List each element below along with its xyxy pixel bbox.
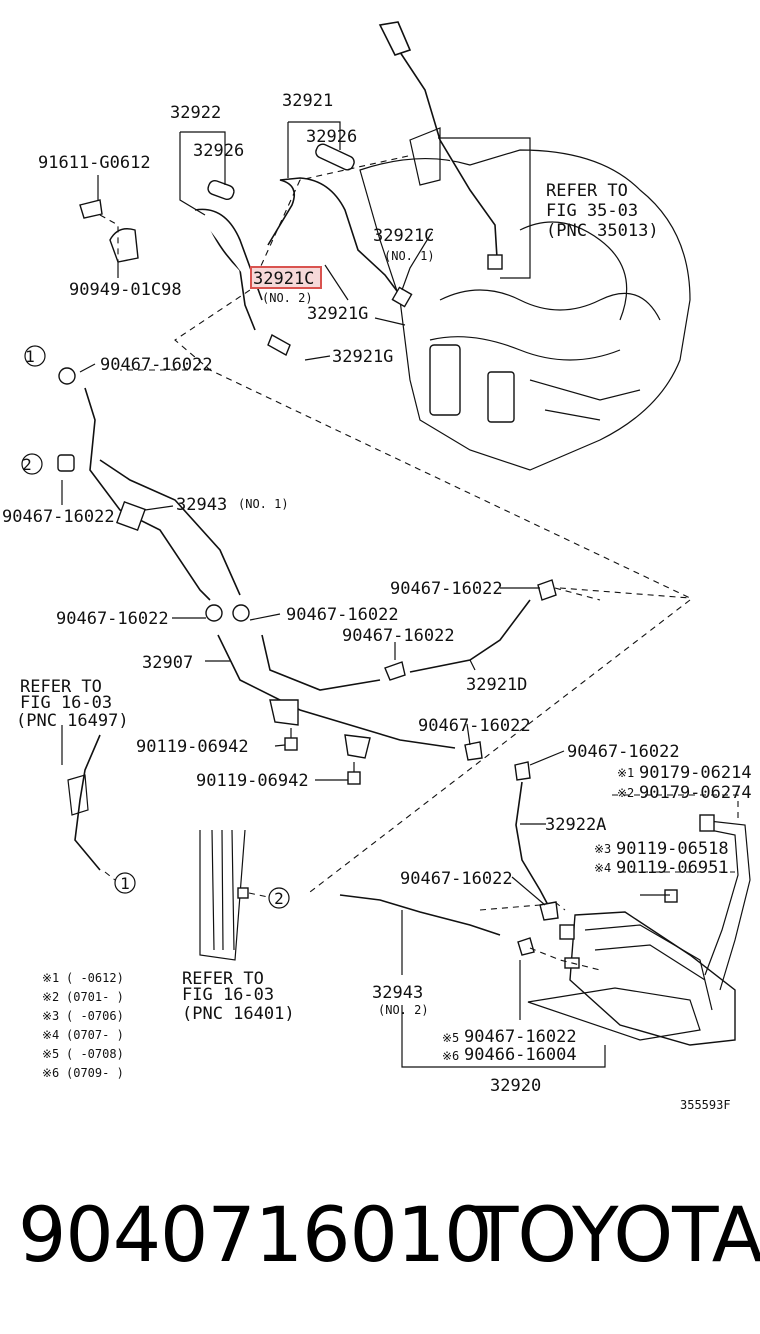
label-32907: 32907 xyxy=(142,653,193,673)
footnote-range-4: (0707- ) xyxy=(66,1028,124,1042)
refer-bottom-line2: FIG 16-03 xyxy=(182,985,274,1005)
footnote-mark-3: ※3 xyxy=(42,1009,59,1023)
label-32943-no1: 32943 xyxy=(176,495,227,515)
hose-32921D xyxy=(384,579,557,681)
hose-32943-no1 xyxy=(84,387,241,601)
label-32921G-2: 32921G xyxy=(332,347,393,367)
radiator-section xyxy=(199,829,290,961)
label-90467-b: 90467-16022 xyxy=(2,507,115,527)
label-32922A: 32922A xyxy=(545,815,606,835)
footnote-range-1: ( -0612) xyxy=(66,971,124,985)
label-90467-i: 90467-16022 xyxy=(400,869,513,889)
label-91611: 91611-G0612 xyxy=(38,153,151,173)
label-90119-a: 90119-06942 xyxy=(136,737,249,757)
label-32921: 32921 xyxy=(282,91,333,111)
label-90179-06214: 90179-06214 xyxy=(639,763,752,783)
label-90467-f: 90467-16022 xyxy=(342,626,455,646)
refer-left-line2: FIG 16-03 xyxy=(20,693,112,713)
label-90119-06518: 90119-06518 xyxy=(616,839,729,859)
clamp-90467-h xyxy=(514,761,531,781)
mark-x6: ※6 xyxy=(442,1049,459,1063)
clamp-90467-g xyxy=(464,741,483,761)
refer-top-line3: (PNC 35013) xyxy=(546,221,659,241)
hose-32943-no2 xyxy=(339,894,501,936)
footnote-list: ※1 ( -0612) ※2 (0701- ) ※3 ( -0706) ※4 (… xyxy=(42,971,124,1080)
bracket-90949 xyxy=(79,199,139,263)
label-90466-16004-x6: 90466-16004 xyxy=(464,1045,577,1065)
label-32926-left: 32926 xyxy=(193,141,244,161)
footnote-mark-4: ※4 xyxy=(42,1028,59,1042)
mark-x5: ※5 xyxy=(442,1031,459,1045)
footnote-mark-2: ※2 xyxy=(42,990,59,1004)
label-no1-a: (NO. 1) xyxy=(384,249,435,263)
label-90467-a: 90467-16022 xyxy=(100,355,213,375)
clamp-1 xyxy=(24,345,76,385)
label-32920: 32920 xyxy=(490,1076,541,1096)
label-90467-16022-x5: 90467-16022 xyxy=(464,1027,577,1047)
footnote-mark-6: ※6 xyxy=(42,1066,59,1080)
label-32921C-no2-highlighted: 32921C xyxy=(253,269,314,289)
part-number: 9040716010 xyxy=(18,1190,493,1279)
label-90467-d: 90467-16022 xyxy=(56,609,169,629)
refer-pipe-16497 xyxy=(61,725,136,894)
bolt-90119-a xyxy=(284,728,298,751)
label-90467-e: 90467-16022 xyxy=(286,605,399,625)
footnote-mark-1: ※1 xyxy=(42,971,59,985)
mark-x1: ※1 xyxy=(617,766,634,780)
mark-x4: ※4 xyxy=(594,861,611,875)
label-32922: 32922 xyxy=(170,103,221,123)
label-32921D: 32921D xyxy=(466,675,527,695)
label-32926-right: 32926 xyxy=(306,127,357,147)
label-90119-b: 90119-06942 xyxy=(196,771,309,791)
label-90467-h: 90467-16022 xyxy=(567,742,680,762)
footnote-range-2: (0701- ) xyxy=(66,990,124,1004)
clamp-2 xyxy=(21,453,75,475)
transmission-body xyxy=(359,149,691,471)
bolt-90119-b xyxy=(347,762,361,785)
label-90179-06274: 90179-06274 xyxy=(639,783,752,803)
brand-name: TOYOTA xyxy=(472,1190,760,1279)
refer-bottom-line1: REFER TO xyxy=(182,969,264,989)
oil-cooler-32920 xyxy=(527,814,751,1046)
cooler-pipes-top xyxy=(194,143,413,356)
circle-marker-2-bottom: 2 xyxy=(274,889,284,908)
refer-left-line3: (PNC 16497) xyxy=(16,711,129,731)
footnote-range-6: (0709- ) xyxy=(66,1066,124,1080)
label-no2-a: (NO. 2) xyxy=(262,291,313,305)
highlight-box xyxy=(250,266,322,289)
refer-top-line2: FIG 35-03 xyxy=(546,201,638,221)
pipe-32907 xyxy=(205,604,456,759)
label-90119-06951: 90119-06951 xyxy=(616,858,729,878)
label-32921C-no1: 32921C xyxy=(373,226,434,246)
dipstick-tube xyxy=(378,21,503,270)
label-32921G-1: 32921G xyxy=(307,304,368,324)
figure-code: 355593F xyxy=(680,1098,731,1112)
label-90467-g: 90467-16022 xyxy=(418,716,531,736)
label-90467-c: 90467-16022 xyxy=(390,579,503,599)
hose-32922A xyxy=(515,781,549,906)
mark-x2: ※2 xyxy=(617,786,634,800)
label-90949: 90949-01C98 xyxy=(69,280,182,300)
refer-top-line1: REFER TO xyxy=(546,181,628,201)
footnote-range-3: ( -0706) xyxy=(66,1009,124,1023)
label-no1-b: (NO. 1) xyxy=(238,497,289,511)
circle-marker-2-left: 2 xyxy=(22,455,32,474)
mark-x3: ※3 xyxy=(594,842,611,856)
caption-bar: 9040716010 TOYOTA xyxy=(0,1180,760,1290)
footnote-range-5: ( -0708) xyxy=(66,1047,124,1061)
footnote-mark-5: ※5 xyxy=(42,1047,59,1061)
circle-marker-1-bottom: 1 xyxy=(120,874,130,893)
label-no2-b: (NO. 2) xyxy=(378,1003,429,1017)
refer-left-line1: REFER TO xyxy=(20,677,102,697)
circle-marker-1-top: 1 xyxy=(25,347,35,366)
refer-bottom-line3: (PNC 16401) xyxy=(182,1004,295,1024)
label-32943-no2: 32943 xyxy=(372,983,423,1003)
